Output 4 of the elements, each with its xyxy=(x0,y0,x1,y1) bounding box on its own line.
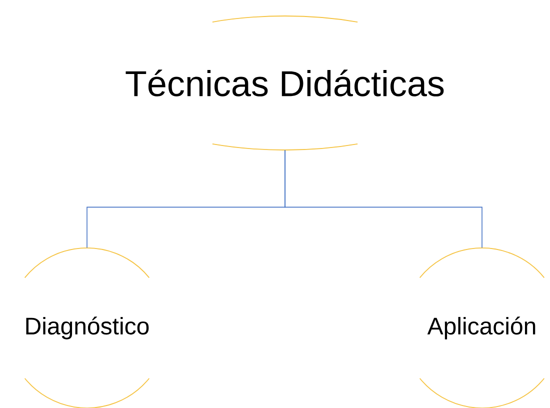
node-label: Diagnóstico xyxy=(26,316,149,340)
connector xyxy=(284,150,482,248)
node-label: Técnicas Didácticas xyxy=(126,70,444,96)
node-label: Aplicación xyxy=(427,316,536,340)
